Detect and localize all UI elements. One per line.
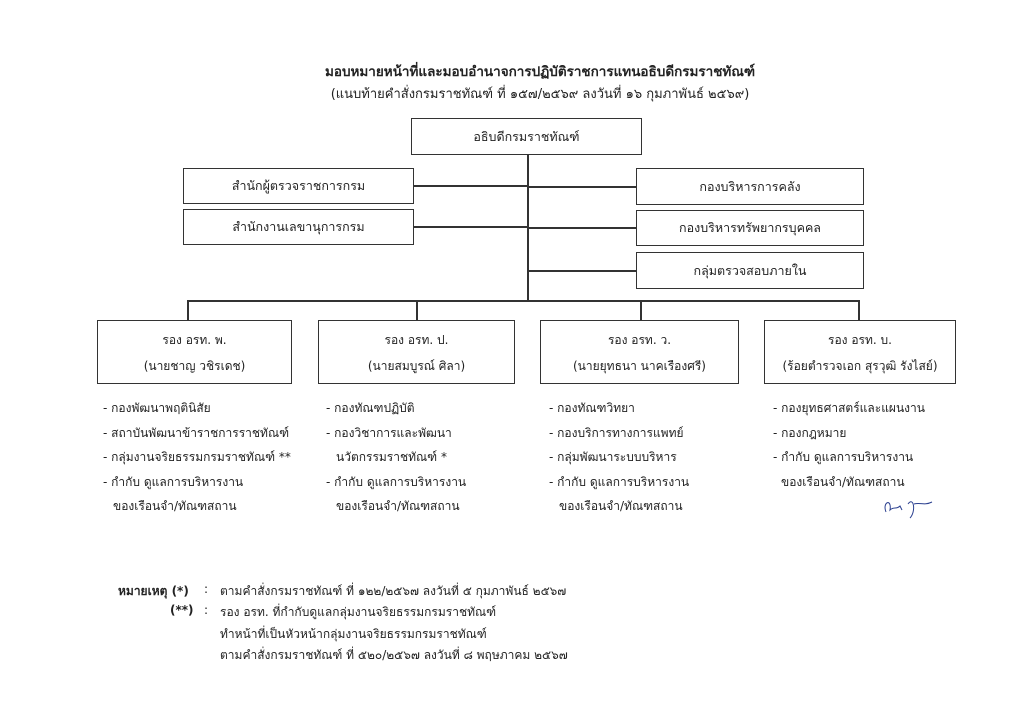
list-item: - กองบริการทางการแพทย์ [549, 425, 684, 440]
deputy-name: (นายสมบูรณ์ ศิลา) [367, 359, 466, 373]
right-unit-box: กองบริหารการคลัง [636, 168, 864, 205]
deputy-box: รอง อรท. บ. (ร้อยตำรวจเอก สุรวุฒิ รังไสย… [764, 320, 956, 384]
left-unit-box: สำนักงานเลขานุการกรม [183, 209, 414, 245]
left-unit-box: สำนักผู้ตรวจราชการกรม [183, 168, 414, 204]
connector-line [416, 300, 418, 320]
list-item: - กลุ่มงานจริยธรรมกรมราชทัณฑ์ ** [103, 450, 291, 464]
deputy-box: รอง อรท. ว. (นายยุทธนา นาคเรืองศรี) [540, 320, 739, 384]
deputy-title: รอง อรท. พ. [162, 333, 227, 347]
right-unit-box: กลุ่มตรวจสอบภายใน [636, 252, 864, 289]
note-label: (**) [170, 603, 194, 617]
list-item: - สถาบันพัฒนาข้าราชการราชทัณฑ์ [103, 425, 290, 440]
list-item: - กำกับ ดูแลการบริหารงาน [549, 474, 690, 489]
note-text: ทำหน้าที่เป็นหัวหน้ากลุ่มงานจริยธรรมกรมร… [220, 627, 487, 641]
note-label: หมายเหตุ (*) [118, 584, 189, 598]
connector-line [187, 300, 189, 320]
list-item: - กองทัณฑปฏิบัติ [326, 401, 415, 415]
deputy-title: รอง อรท. บ. [828, 333, 892, 347]
list-item: ของเรือนจำ/ทัณฑสถาน [781, 474, 905, 489]
connector-line [858, 300, 860, 320]
right-unit-box: กองบริหารทรัพยากรบุคคล [636, 210, 864, 246]
deputy-responsibilities: - กองทัณฑวิทยา - กองบริการทางการแพทย์ - … [549, 396, 689, 519]
list-item: - กลุ่มพัฒนาระบบบริหาร [549, 450, 677, 464]
list-item: - กองกฎหมาย [773, 425, 847, 440]
deputy-responsibilities: - กองทัณฑปฏิบัติ - กองวิชาการและพัฒนา นว… [326, 396, 466, 519]
note-colon: : [204, 603, 209, 617]
deputy-title: รอง อรท. ป. [384, 333, 449, 347]
list-item: ของเรือนจำ/ทัณฑสถาน [336, 499, 460, 513]
horizontal-bus-line [187, 300, 859, 302]
list-item: - กองวิชาการและพัฒนา [326, 425, 452, 440]
list-item: ของเรือนจำ/ทัณฑสถาน [113, 499, 237, 513]
deputy-box: รอง อรท. ป. (นายสมบูรณ์ ศิลา) [318, 320, 515, 384]
note-text: รอง อรท. ที่กำกับดูแลกลุ่มงานจริยธรรมกรม… [220, 605, 497, 619]
deputy-title: รอง อรท. ว. [607, 333, 672, 347]
deputy-box: รอง อรท. พ. (นายชาญ วชิรเดช) [97, 320, 292, 384]
deputy-name: (นายยุทธนา นาคเรืองศรี) [572, 359, 706, 373]
list-item: - กำกับ ดูแลการบริหารงาน [773, 450, 914, 464]
director-general-box: อธิบดีกรมราชทัณฑ์ [411, 118, 642, 155]
list-item: ของเรือนจำ/ทัณฑสถาน [559, 499, 683, 513]
connector-line [413, 185, 527, 187]
list-item: - กองทัณฑวิทยา [549, 401, 635, 415]
document-title: มอบหมายหน้าที่และมอบอำนาจการปฏิบัติราชกา… [324, 64, 756, 80]
deputy-name: (นายชาญ วชิรเดช) [143, 359, 246, 373]
connector-line [527, 186, 636, 188]
deputy-name: (ร้อยตำรวจเอก สุรวุฒิ รังไสย์) [782, 359, 938, 373]
note-text: ตามคำสั่งกรมราชทัณฑ์ ที่ ๑๒๒/๒๕๖๗ ลงวันท… [220, 584, 567, 598]
connector-line [527, 270, 636, 272]
deputy-responsibilities: - กองพัฒนาพฤตินิสัย - สถาบันพัฒนาข้าราชก… [103, 396, 291, 519]
handwritten-signature [884, 501, 933, 519]
document-subtitle: (แนบท้ายคำสั่งกรมราชทัณฑ์ ที่ ๑๕๗/๒๕๖๙ ล… [330, 87, 750, 102]
list-item: - กำกับ ดูแลการบริหารงาน [103, 474, 244, 489]
deputy-responsibilities: - กองยุทธศาสตร์และแผนงาน - กองกฎหมาย - ก… [773, 396, 925, 494]
note-text: ตามคำสั่งกรมราชทัณฑ์ ที่ ๕๒๐/๒๕๖๗ ลงวันท… [220, 648, 568, 662]
connector-line [640, 300, 642, 320]
connector-line [527, 227, 636, 229]
list-item: - กองยุทธศาสตร์และแผนงาน [773, 401, 925, 415]
list-item: - กองพัฒนาพฤตินิสัย [103, 401, 211, 415]
note-colon: : [204, 582, 209, 596]
connector-line [413, 226, 527, 228]
list-item: นวัตกรรมราชทัณฑ์ * [336, 450, 447, 464]
list-item: - กำกับ ดูแลการบริหารงาน [326, 474, 467, 489]
